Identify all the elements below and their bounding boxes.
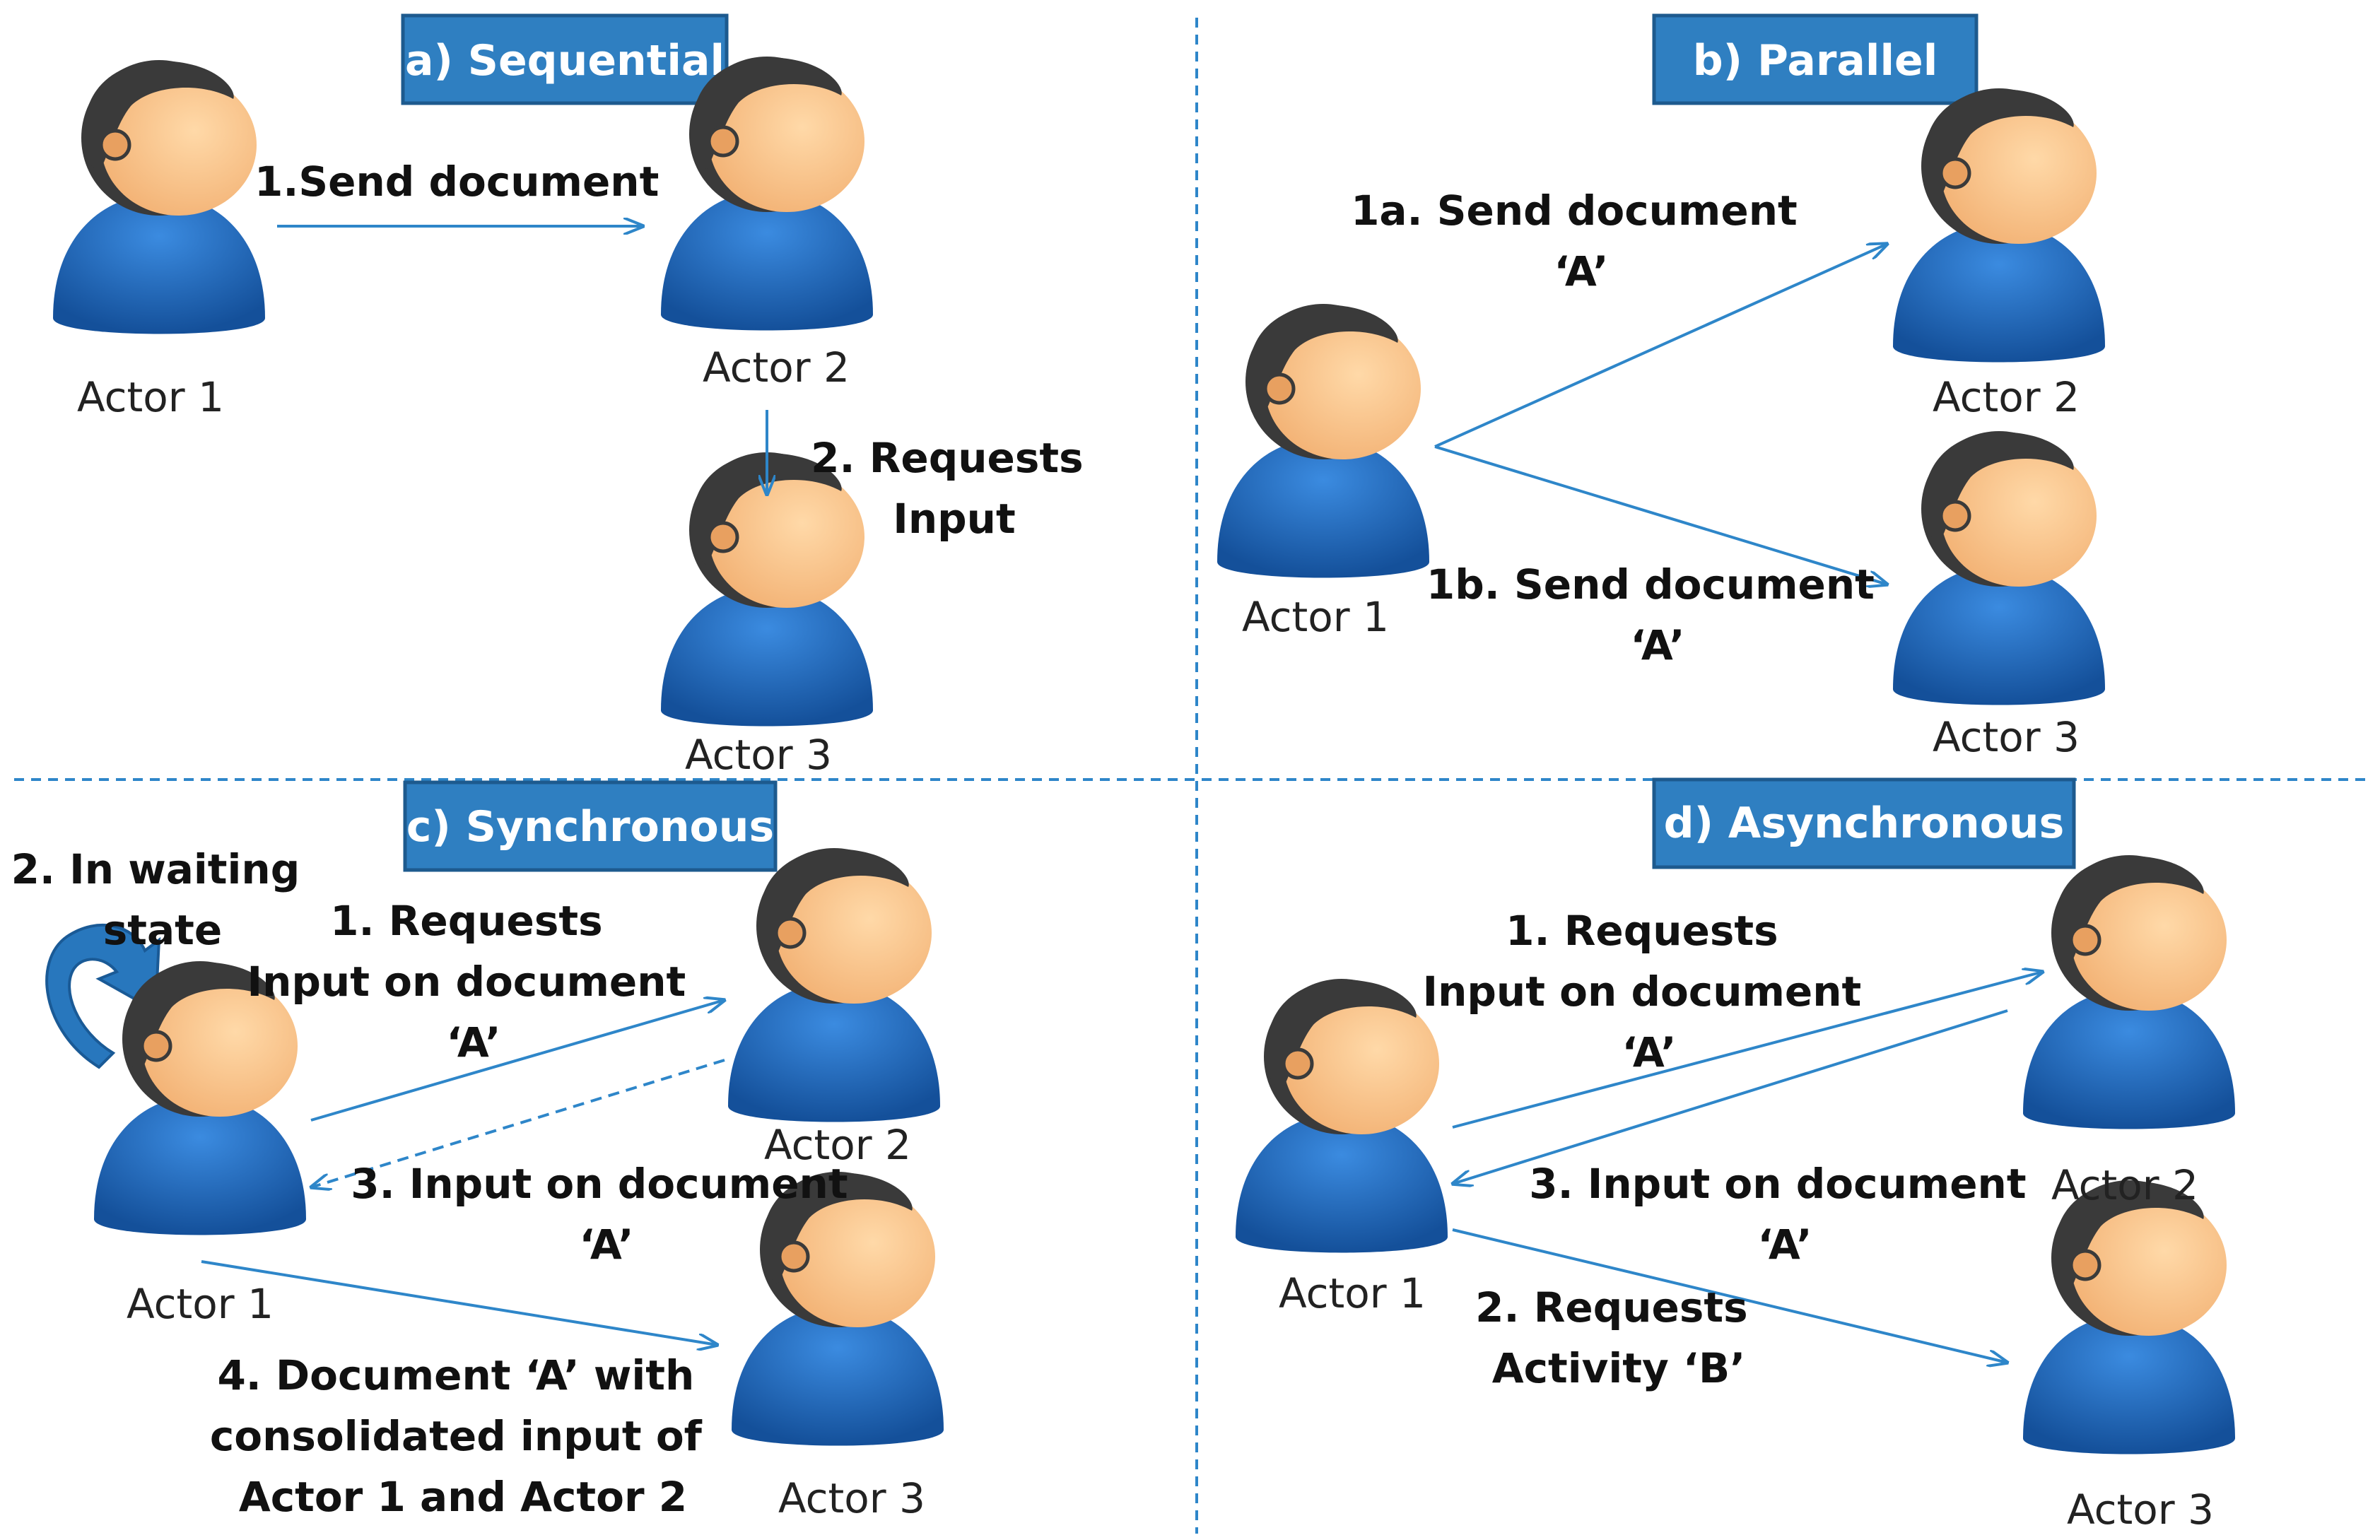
step-requests-activity: 2. Requests Activity ‘B’ <box>1475 1283 1762 1392</box>
arrow-requests-activity <box>1452 1228 2007 1363</box>
actor-3-label: Actor 3 <box>1933 713 2080 761</box>
actor-1-label: Actor 1 <box>1242 593 1389 641</box>
panel-c-title-box <box>403 780 778 872</box>
curved-arrow-icon <box>45 923 161 1069</box>
panel-d-title-box <box>1652 777 2076 869</box>
panel-asynchronous: d) Asynchronous Actor 1 Actor 2 Actor 3 … <box>1236 777 2235 1534</box>
panel-d-title: d) Asynchronous <box>1664 799 2065 848</box>
panel-b-title-box <box>1652 13 1979 105</box>
panel-c-title: c) Synchronous <box>406 802 774 852</box>
person-icon <box>2023 1180 2235 1454</box>
person-icon <box>53 60 265 334</box>
panel-synchronous: c) Synchronous Actor 1 Actor 2 Actor 3 2… <box>11 780 944 1522</box>
actor-3-label: Actor 3 <box>778 1474 925 1522</box>
person-icon <box>2023 855 2235 1129</box>
step-in-waiting-state: 2. In waiting state <box>11 845 315 954</box>
step-requests-input: 1. Requests Input on document ‘A’ <box>247 897 700 1066</box>
actor-2-label: Actor 2 <box>2051 1161 2198 1209</box>
person-icon <box>1893 88 2105 363</box>
actor-1-label: Actor 1 <box>77 373 224 421</box>
panel-a-title: a) Sequential <box>405 36 725 86</box>
arrow-send-document-a <box>1434 244 1887 448</box>
step-requests-input: 1. Requests Input on document ‘A’ <box>1423 907 1876 1076</box>
actor-1-label: Actor 1 <box>1279 1269 1426 1317</box>
panel-a-title-box <box>401 13 729 105</box>
actor-2-label: Actor 2 <box>1933 373 2080 421</box>
person-icon <box>732 1172 944 1446</box>
panel-sequential: a) Sequential Actor 1 Actor 2 Actor 3 1.… <box>53 13 1098 779</box>
arrow-requests-input <box>310 1000 725 1122</box>
step-input-on-document: 3. Input on document ‘A’ <box>351 1160 862 1269</box>
person-icon <box>1893 431 2105 705</box>
actor-3-label: Actor 3 <box>685 731 832 779</box>
step-1b-send-document: 1b. Send document ‘A’ <box>1426 560 1889 669</box>
arrow-send-document-b <box>1434 445 1887 584</box>
actor-2-label: Actor 2 <box>703 343 850 392</box>
step-1a-send-document: 1a. Send document ‘A’ <box>1351 187 1812 295</box>
arrow-document-consolidated <box>201 1260 717 1345</box>
arrow-requests-input <box>1452 972 2043 1129</box>
panel-b-title: b) Parallel <box>1693 36 1938 86</box>
arrow-input-on-document <box>1453 1009 2008 1184</box>
actor-1-label: Actor 1 <box>127 1280 274 1328</box>
person-icon <box>728 848 940 1122</box>
person-icon <box>1217 304 1429 578</box>
actor-3-label: Actor 3 <box>2067 1486 2214 1534</box>
step-input-on-document: 3. Input on document ‘A’ <box>1529 1160 2041 1269</box>
step-requests-input: 2. Requests Input <box>811 434 1098 543</box>
actor-2-label: Actor 2 <box>764 1121 911 1169</box>
panel-parallel: b) Parallel Actor 1 Actor 2 Actor 3 1a. … <box>1217 13 2105 761</box>
step-send-document: 1.Send document <box>254 158 659 206</box>
person-icon <box>1236 979 1448 1253</box>
step-document-consolidated: 4. Document ‘A’ with consolidated input … <box>210 1351 716 1521</box>
